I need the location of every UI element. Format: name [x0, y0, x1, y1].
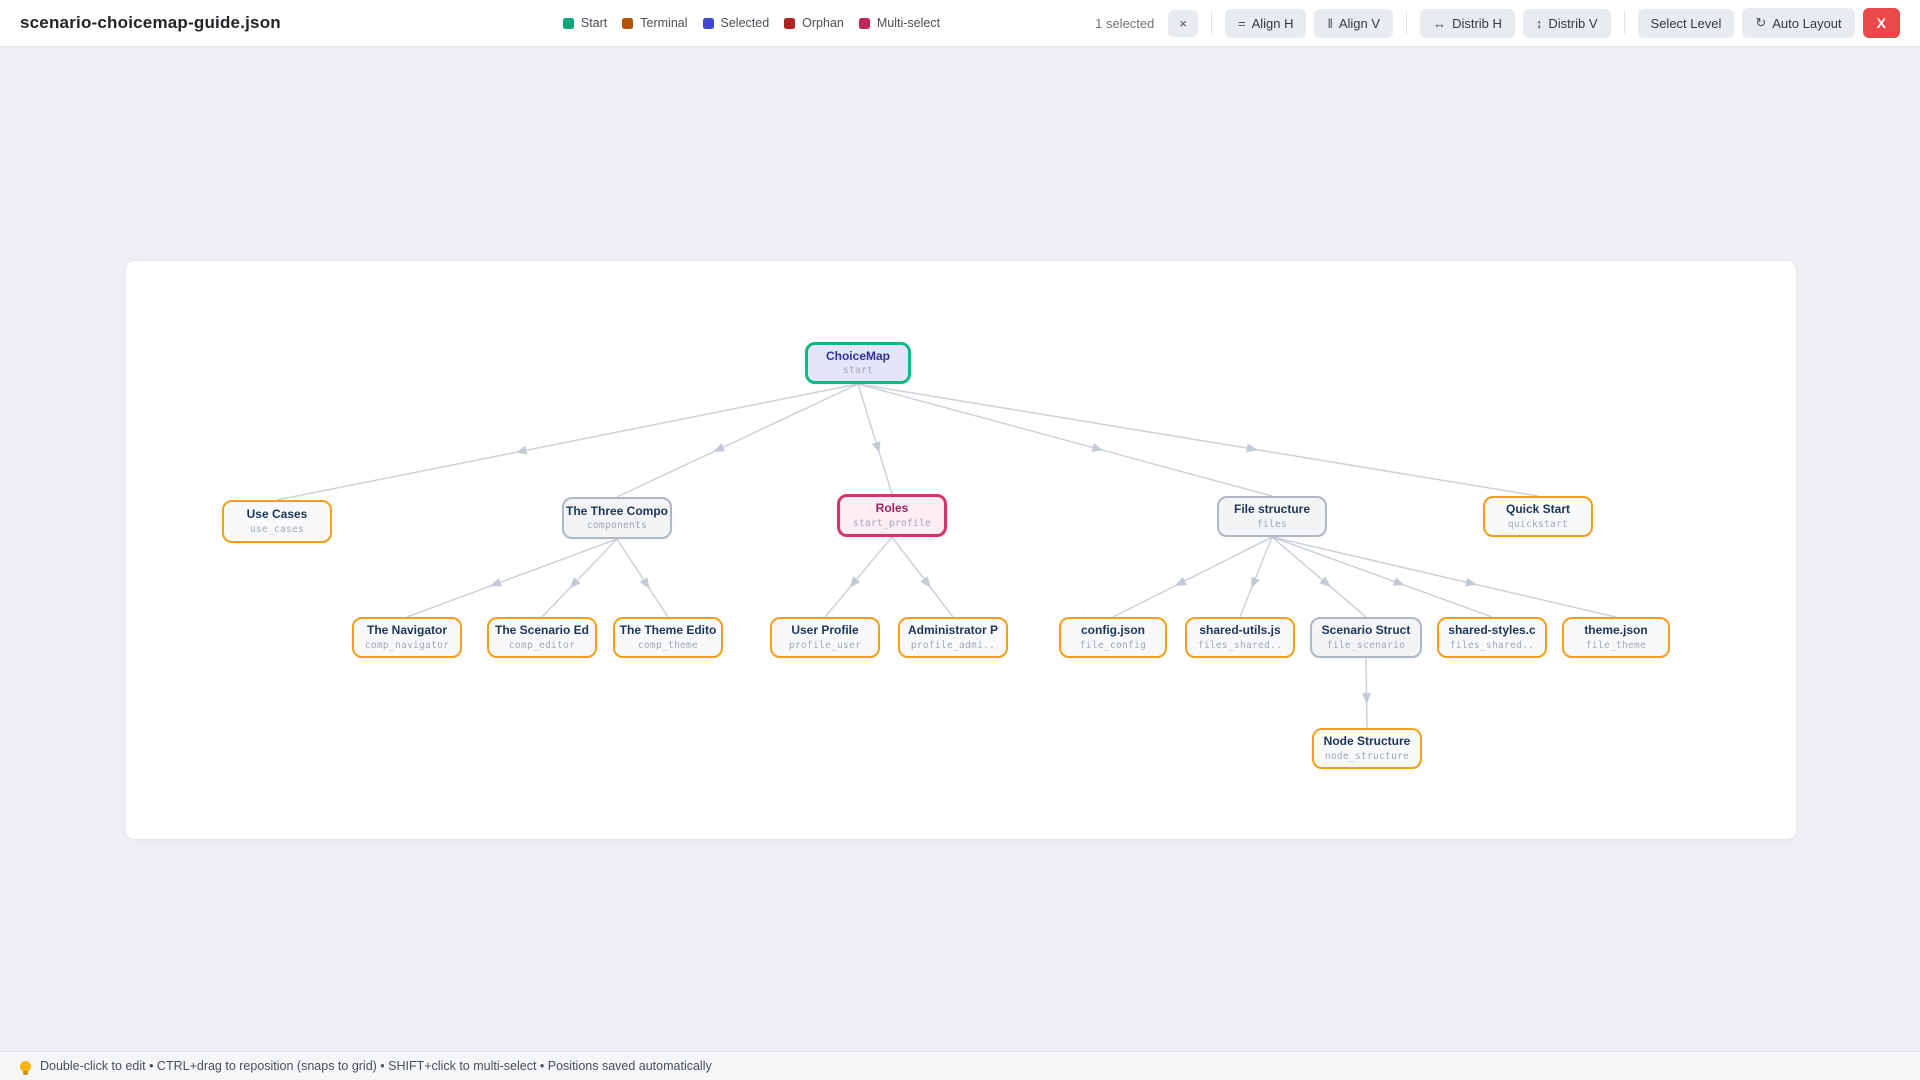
orphan-swatch-icon	[784, 17, 796, 29]
legend-label: Start	[580, 16, 608, 30]
node-title: The Navigator	[366, 623, 447, 638]
auto-layout-icon: ↻	[1755, 15, 1767, 30]
node-subtitle: profile_user	[788, 639, 862, 651]
node-subtitle: node_structure	[1324, 750, 1410, 762]
toolbar-divider	[1406, 12, 1408, 34]
button-label: Select Level	[1650, 15, 1722, 31]
align-v-button[interactable]: ‖ Align V	[1314, 8, 1394, 38]
legend-label: Selected	[720, 16, 770, 30]
toolbar-divider	[1623, 12, 1625, 34]
distrib-h-icon: ↔	[1433, 15, 1447, 31]
distrib-v-button[interactable]: ↕ Distrib V	[1522, 8, 1611, 38]
node-title: ChoiceMap	[825, 348, 890, 363]
distrib-h-button[interactable]: ↔ Distrib H	[1420, 8, 1515, 38]
node-title: shared-utils.js	[1199, 623, 1281, 638]
toolbar-divider	[1210, 12, 1212, 34]
node-subtitle: comp_theme	[637, 639, 699, 651]
legend-item-selected: Selected	[702, 16, 770, 30]
node-subtitle: files_shared..	[1197, 639, 1283, 651]
lightbulb-icon	[20, 1060, 31, 1075]
selected-swatch-icon	[702, 17, 714, 29]
legend-label: Multi-select	[876, 16, 941, 30]
node-components[interactable]: The Three Compo components	[562, 497, 672, 539]
node-subtitle: files	[1256, 518, 1288, 530]
node-subtitle: quickstart	[1507, 518, 1569, 530]
align-v-icon: ‖	[1327, 15, 1333, 31]
node-subtitle: use_cases	[249, 523, 305, 535]
node-title: config.json	[1081, 623, 1145, 638]
node-subtitle: comp_editor	[508, 639, 576, 651]
node-type-legend: Start Terminal Selected Orphan Multi-select	[562, 16, 941, 30]
top-toolbar: scenario-choicemap-guide.json Start Termi…	[0, 0, 1920, 47]
distrib-v-icon: ↕	[1535, 15, 1543, 31]
button-label: Distrib V	[1548, 15, 1598, 31]
align-h-icon: =	[1237, 15, 1246, 31]
button-label: Align V	[1338, 15, 1381, 31]
status-bar: Double-click to edit • CTRL+drag to repo…	[0, 1051, 1920, 1080]
node-subtitle: start_profile	[852, 517, 932, 529]
node-title: The Scenario Ed	[494, 623, 590, 638]
node-title: shared-styles.c	[1448, 623, 1536, 638]
multi-select-swatch-icon	[858, 17, 870, 29]
node-title: Node Structure	[1323, 734, 1411, 749]
select-level-button[interactable]: Select Level	[1637, 8, 1735, 38]
terminal-swatch-icon	[622, 17, 634, 29]
node-subtitle: comp_navigator	[364, 639, 450, 651]
button-label: Auto Layout	[1772, 15, 1842, 31]
toolbar-right-group: 1 selected × = Align H ‖ Align V ↔ Distrib H ↕…	[1095, 8, 1900, 38]
node-subtitle: components	[586, 520, 648, 532]
node-subtitle: files_shared..	[1449, 639, 1535, 651]
legend-item-terminal: Terminal	[622, 16, 688, 30]
clear-selection-button[interactable]: ×	[1168, 9, 1198, 37]
node-title: theme.json	[1584, 623, 1648, 638]
legend-item-start: Start	[562, 16, 608, 30]
node-title: Scenario Struct	[1321, 623, 1411, 638]
auto-layout-button[interactable]: ↻ Auto Layout	[1742, 8, 1855, 38]
selection-status: 1 selected	[1095, 15, 1155, 31]
legend-label: Orphan	[802, 16, 844, 30]
node-subtitle: file_config	[1079, 639, 1147, 651]
node-title: Roles	[875, 501, 909, 516]
align-h-button[interactable]: = Align H	[1224, 8, 1307, 38]
node-subtitle: file_theme	[1585, 639, 1647, 651]
close-icon: ×	[1179, 15, 1187, 31]
legend-item-multi-select: Multi-select	[858, 16, 941, 30]
node-title: User Profile	[791, 623, 859, 638]
node-title: The Three Compo	[565, 503, 668, 518]
node-title: Use Cases	[246, 507, 308, 522]
node-subtitle: file_scenario	[1326, 639, 1406, 651]
node-choicemap[interactable]: ChoiceMap start	[805, 342, 911, 384]
node-title: File structure	[1233, 502, 1311, 517]
graph-canvas[interactable]	[125, 260, 1797, 840]
node-subtitle: start	[842, 365, 874, 377]
button-label: Distrib H	[1452, 15, 1502, 31]
start-swatch-icon	[562, 17, 574, 29]
delete-button[interactable]: X	[1862, 8, 1900, 38]
legend-item-orphan: Orphan	[784, 16, 844, 30]
node-title: Quick Start	[1505, 502, 1571, 517]
usage-hint: Double-click to edit • CTRL+drag to repo…	[40, 1059, 712, 1073]
node-title: The Theme Edito	[619, 623, 717, 638]
node-subtitle: profile_admi..	[910, 639, 996, 651]
node-title: Administrator P	[907, 623, 998, 638]
legend-label: Terminal	[640, 16, 688, 30]
button-label: Align H	[1251, 15, 1294, 31]
file-title: scenario-choicemap-guide.json	[20, 13, 281, 32]
